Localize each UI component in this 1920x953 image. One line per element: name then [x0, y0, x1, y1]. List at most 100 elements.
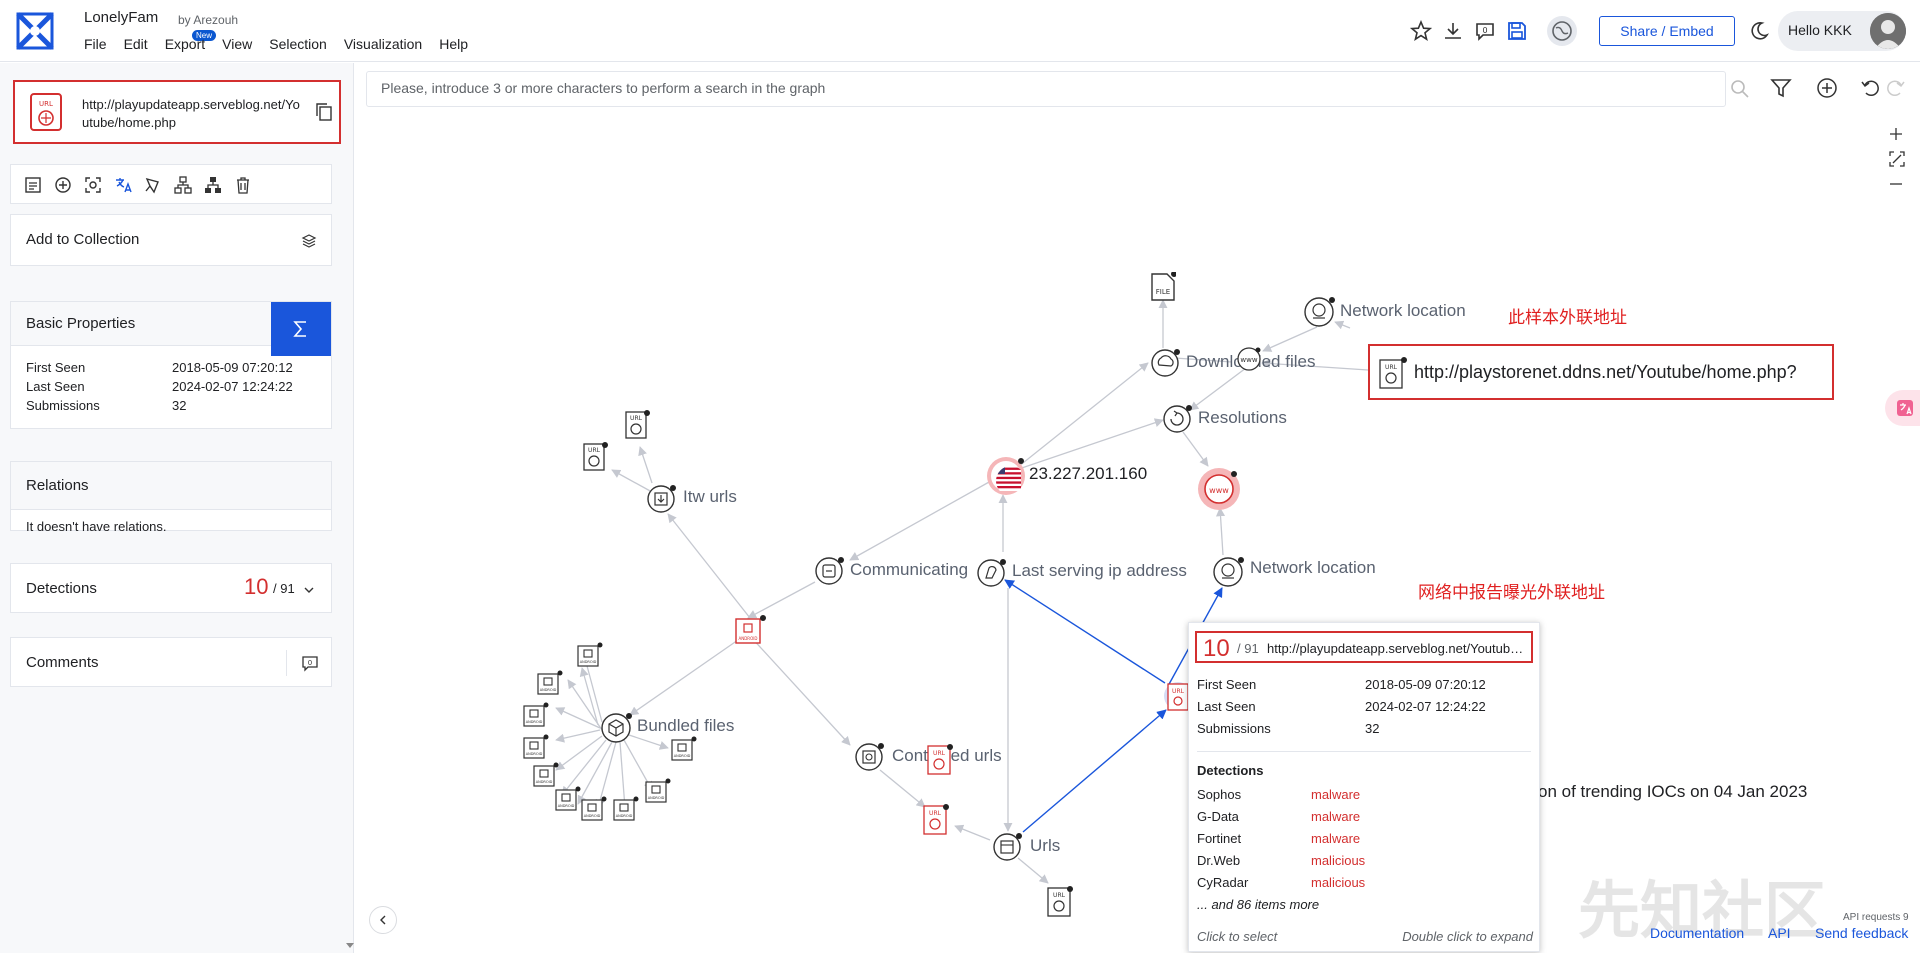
details-icon[interactable]: [23, 175, 43, 195]
bundled-files-node-icon[interactable]: [600, 712, 632, 744]
scroll-down-arrow-icon[interactable]: [346, 941, 354, 949]
fit-screen-icon[interactable]: [1888, 150, 1906, 168]
menu-view[interactable]: View: [222, 36, 253, 52]
ip-flag-node-icon[interactable]: [986, 456, 1026, 496]
copy-icon[interactable]: [315, 102, 333, 122]
svg-text:0: 0: [1482, 26, 1487, 35]
comment-count-icon[interactable]: 0: [301, 654, 319, 672]
www-node-icon[interactable]: www: [1236, 346, 1262, 372]
app-logo-icon[interactable]: [16, 12, 54, 50]
network-location-node-icon[interactable]: [1303, 296, 1335, 328]
tooltip-more: ... and 86 items more: [1197, 897, 1320, 912]
highlight-icon[interactable]: [143, 175, 163, 195]
network-location-mid-node-icon[interactable]: [1212, 556, 1244, 588]
filter-icon[interactable]: [1770, 77, 1792, 99]
user-menu[interactable]: Hello KKK: [1778, 11, 1906, 51]
menu-edit[interactable]: Edit: [123, 36, 148, 52]
url-file-node-label: URL: [1385, 364, 1398, 371]
android-file-node-icon[interactable]: ANDROID: [670, 736, 698, 764]
graph-search-input[interactable]: [381, 80, 1681, 96]
www-node-label: www: [1240, 356, 1257, 364]
download-icon[interactable]: [1442, 20, 1464, 42]
tree-layout-icon[interactable]: [173, 175, 193, 195]
translate-side-tab[interactable]: [1885, 390, 1920, 426]
summary-button[interactable]: [271, 302, 331, 356]
android-file-node-icon[interactable]: ANDROID: [580, 796, 608, 824]
chevron-down-icon[interactable]: [303, 584, 315, 596]
android-file-node-label: ANDROID: [526, 752, 543, 756]
last-serving-ip-node-icon[interactable]: [976, 558, 1006, 588]
comment-icon[interactable]: 0: [1474, 20, 1496, 42]
globe-avatar-icon[interactable]: [1546, 15, 1578, 47]
edge: [1334, 320, 1351, 330]
android-file-node-icon[interactable]: ANDROID: [644, 778, 672, 806]
selected-node-card[interactable]: URL http://playupdateapp.serveblog.net/Y…: [13, 80, 341, 144]
tooltip-result: malware: [1311, 831, 1361, 846]
contacted-urls-node-icon[interactable]: [854, 742, 884, 772]
url-malicious-node-icon[interactable]: URL: [926, 744, 954, 776]
android-file-node-icon[interactable]: ANDROID: [522, 702, 550, 730]
add-node-icon[interactable]: [1816, 77, 1838, 99]
watermark-text: 先知社区: [1578, 877, 1827, 946]
communicating-node-icon[interactable]: [814, 556, 844, 586]
undo-icon[interactable]: [1860, 77, 1882, 99]
url-malicious-node-icon[interactable]: URL: [922, 804, 950, 836]
zoom-in-icon[interactable]: [1888, 126, 1904, 142]
redo-icon[interactable]: [1884, 77, 1906, 99]
comments-divider: [286, 650, 287, 676]
android-file-node-icon[interactable]: ANDROID: [522, 734, 550, 762]
comments-title: Comments: [26, 654, 99, 671]
tooltip-engine: G-Data: [1197, 809, 1239, 824]
url-file-node-icon[interactable]: URL: [1046, 886, 1074, 918]
zoom-out-icon[interactable]: [1888, 176, 1904, 192]
focus-icon[interactable]: [83, 175, 103, 195]
android-file-node-icon[interactable]: ANDROID: [554, 786, 582, 814]
relations-title: Relations: [11, 462, 331, 510]
translate-icon[interactable]: [113, 175, 133, 195]
www-domain-node-icon[interactable]: www: [1196, 466, 1242, 512]
search-icon[interactable]: [1730, 79, 1750, 99]
collapse-sidebar-button[interactable]: [369, 906, 397, 934]
relations-empty: It doesn't have relations.: [26, 519, 167, 534]
user-greeting: Hello KKK: [1788, 22, 1852, 38]
save-icon[interactable]: [1506, 20, 1528, 42]
menu-selection[interactable]: Selection: [269, 36, 327, 52]
itw-urls-node-icon[interactable]: [646, 484, 676, 514]
avatar[interactable]: [1870, 13, 1906, 49]
menu-export[interactable]: Export: [164, 36, 206, 52]
android-app-node-icon[interactable]: ANDROID: [733, 614, 767, 648]
external-url-node[interactable]: URL http://playstorenet.ddns.net/Youtube…: [1368, 344, 1834, 400]
menu-file[interactable]: File: [84, 36, 107, 52]
api-link[interactable]: API: [1768, 925, 1791, 941]
android-file-node-icon[interactable]: ANDROID: [576, 642, 604, 670]
share-embed-button[interactable]: Share / Embed: [1599, 16, 1735, 46]
file-node-icon[interactable]: FILE: [1150, 272, 1176, 302]
relations-panel: Relations It doesn't have relations.: [10, 461, 332, 534]
tooltip-click-hint: Click to select: [1197, 929, 1278, 944]
external-url-text: http://playstorenet.ddns.net/Youtube/hom…: [1414, 362, 1797, 382]
urls-node-icon[interactable]: [992, 832, 1022, 862]
selected-url-node-icon[interactable]: URL: [1160, 676, 1190, 716]
star-icon[interactable]: [1410, 20, 1432, 42]
dark-mode-icon[interactable]: [1748, 20, 1770, 42]
hierarchy-icon[interactable]: [203, 175, 223, 195]
documentation-link[interactable]: Documentation: [1650, 925, 1745, 941]
send-feedback-link[interactable]: Send feedback: [1815, 925, 1909, 941]
android-file-node-icon[interactable]: ANDROID: [532, 762, 560, 790]
url-file-node-icon[interactable]: URL: [582, 442, 608, 472]
delete-icon[interactable]: [233, 175, 253, 195]
menu-visualization[interactable]: Visualization: [343, 36, 423, 52]
url-file-node-icon[interactable]: URL: [624, 410, 650, 440]
android-file-node-icon[interactable]: ANDROID: [612, 796, 640, 824]
add-to-collection-label: Add to Collection: [26, 231, 140, 248]
android-file-node-icon[interactable]: ANDROID: [536, 670, 564, 698]
comments-panel[interactable]: Comments 0: [10, 637, 332, 687]
downloaded-files-node-icon[interactable]: [1150, 348, 1180, 378]
add-to-collection-panel[interactable]: Add to Collection: [10, 214, 332, 266]
detections-panel[interactable]: Detections 10 / 91: [10, 563, 332, 613]
resolutions-node-icon[interactable]: [1162, 404, 1192, 434]
expand-node-icon[interactable]: [53, 175, 73, 195]
resolutions-label: Resolutions: [1198, 408, 1287, 427]
menu-help[interactable]: Help: [439, 36, 468, 52]
edge: [638, 446, 653, 484]
